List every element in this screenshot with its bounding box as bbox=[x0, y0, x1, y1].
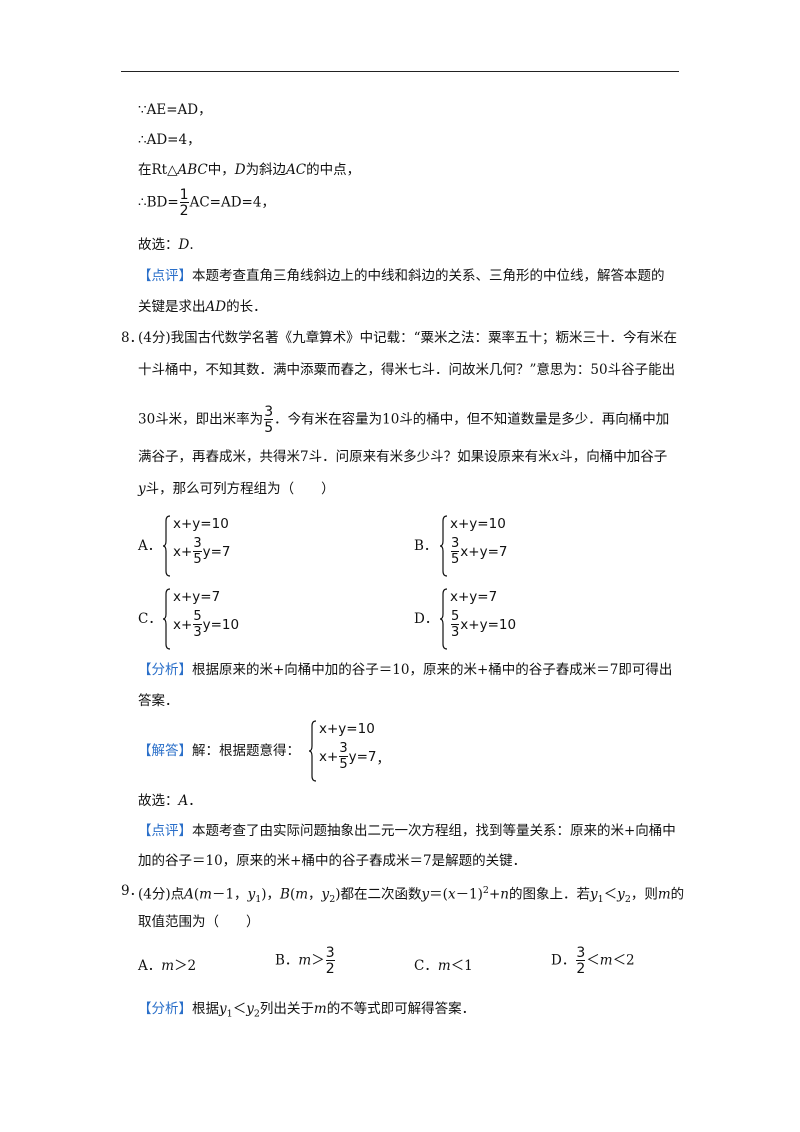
solution-tag: 【解答】 bbox=[138, 743, 192, 759]
equation-1: x+y=10 bbox=[450, 516, 506, 532]
q8-analysis-line-1: 【分析】根据原来的米+向桶中加的谷子＝10，原来的米+桶中的谷子舂成米＝7即可得… bbox=[138, 662, 673, 678]
equation-1: x+y=7 bbox=[173, 589, 221, 605]
equation-1: x+y=7 bbox=[450, 589, 498, 605]
analysis-tag: 【分析】 bbox=[138, 1001, 192, 1017]
comment-tag: 【点评】 bbox=[138, 823, 192, 839]
q8-comment-line-1: 【点评】本题考查了由实际问题抽象出二元一次方程组，找到等量关系：原来的米+向桶中 bbox=[138, 823, 676, 839]
equation-1: x+y=10 bbox=[173, 516, 229, 532]
brace-icon bbox=[440, 588, 448, 650]
header-rule bbox=[121, 71, 679, 72]
question-8-line-5: y斗，那么可列方程组为（ ） bbox=[138, 481, 335, 497]
analysis-tag: 【分析】 bbox=[138, 662, 192, 678]
option-d-label: D． bbox=[414, 611, 439, 627]
q8-choice-line: 故选：A． bbox=[138, 793, 202, 809]
question-8-line-1: (4分)我国古代数学名著《九章算术》中记载：“粟米之法：粟率五十；粝米三十．今有… bbox=[138, 330, 678, 346]
q9-analysis-line: 【分析】根据y1＜y2列出关于m的不等式即可解得答案． bbox=[138, 1001, 476, 1020]
question-8-line-4: 满谷子，再舂成米，共得米7斗．问原来有米多少斗？如果设原来有米x斗，向桶中加谷子 bbox=[138, 449, 668, 465]
choice-line: 故选：D. bbox=[138, 237, 194, 253]
question-8-number: 8． bbox=[121, 330, 144, 346]
q9-option-c: C．m＜1 bbox=[414, 958, 473, 974]
solution-line-2: ∴AD=4， bbox=[138, 132, 201, 148]
solution-line-3: 在Rt△ABC中，D为斜边AC的中点， bbox=[138, 162, 361, 178]
q8-solution-line: 【解答】解：根据题意得： bbox=[138, 743, 300, 759]
brace-icon bbox=[163, 515, 171, 577]
q9-option-a: A．m＞2 bbox=[138, 958, 197, 974]
brace-icon bbox=[440, 515, 448, 577]
comment-tag: 【点评】 bbox=[138, 268, 192, 284]
q8-comment-line-2: 加的谷子＝10，原来的米+桶中的谷子舂成米＝7是解题的关键． bbox=[138, 853, 527, 869]
comment-line-1: 【点评】本题考查直角三角线斜边上的中线和斜边的关系、三角形的中位线，解答本题的 bbox=[138, 268, 665, 284]
question-9-number: 9． bbox=[121, 883, 144, 899]
brace-icon bbox=[163, 588, 171, 650]
equation-1: x+y=10 bbox=[319, 721, 375, 737]
solution-line-1: ∵AE=AD， bbox=[138, 102, 212, 118]
q8-analysis-line-2: 答案． bbox=[138, 693, 179, 709]
option-a-label: A． bbox=[138, 538, 162, 554]
question-9-line-2: 取值范围为（ ） bbox=[138, 914, 260, 930]
brace-icon bbox=[309, 720, 317, 782]
comment-line-2: 关键是求出AD的长． bbox=[138, 299, 267, 315]
option-c-label: C． bbox=[138, 611, 162, 627]
option-b-label: B． bbox=[414, 538, 438, 554]
question-8-line-2: 十斗桶中，不知其数．满中添粟而舂之，得米七斗．问故米几何？”意思为：50斗谷子能… bbox=[138, 362, 676, 378]
question-9-line-1: (4分)点A(m－1，y1)，B(m，y2)都在二次函数y＝(x－1)2+n的图… bbox=[138, 885, 685, 906]
